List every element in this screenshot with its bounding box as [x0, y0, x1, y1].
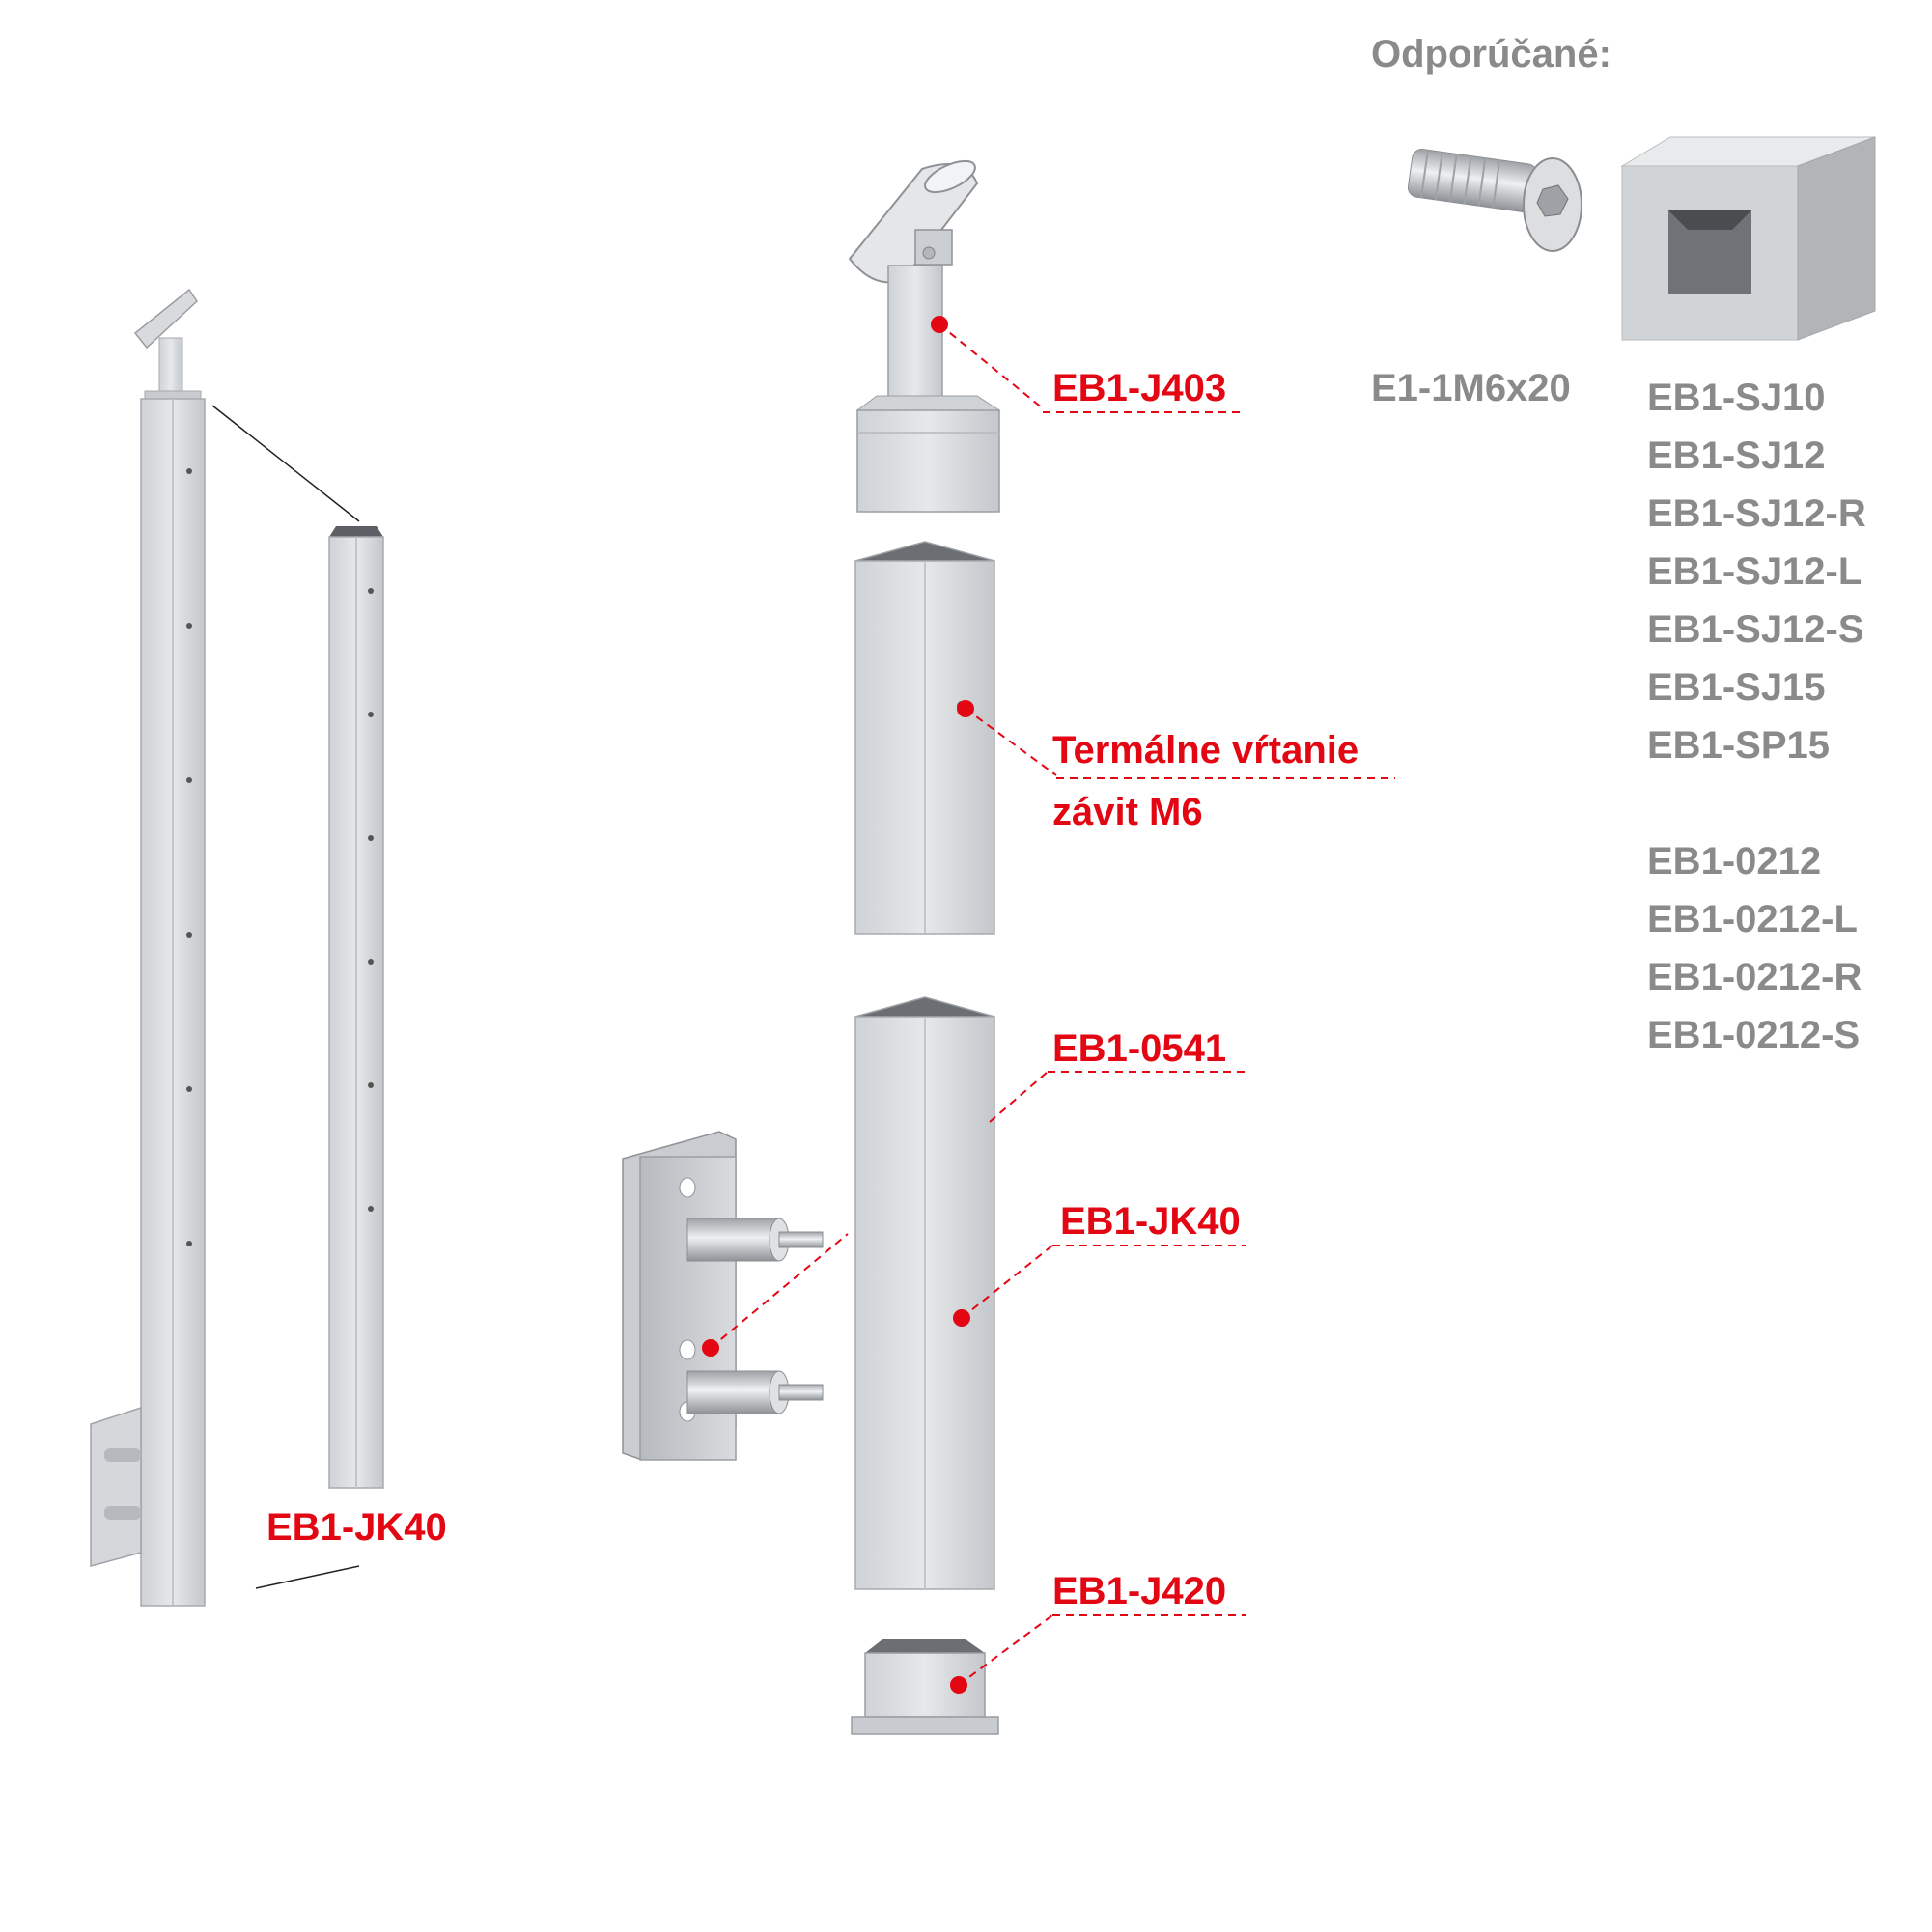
- callouts: [702, 316, 1395, 1694]
- lower-tube: [854, 996, 995, 1590]
- label-end-cap: EB1-J420: [1052, 1570, 1227, 1612]
- recommended-item: EB1-SJ12-S: [1647, 608, 1864, 651]
- recommended-item: EB1-SP15: [1647, 724, 1830, 767]
- label-post: EB1-JK40: [1060, 1200, 1241, 1243]
- recommended-item: EB1-SJ12-R: [1647, 492, 1866, 535]
- recommended-item: EB1-SJ15: [1647, 666, 1826, 709]
- saddle-top-left: [133, 288, 198, 350]
- recommended-list: EB1-SJ10 EB1-SJ12 EB1-SJ12-R EB1-SJ12-L …: [1647, 369, 1866, 1064]
- square-connector: [1620, 136, 1876, 341]
- screw: [1407, 148, 1582, 252]
- recommended-item: EB1-0212: [1647, 840, 1822, 882]
- end-cap: [851, 1639, 999, 1735]
- recommended-item: EB1-0212-S: [1647, 1014, 1861, 1056]
- bare-tube: [328, 526, 384, 1489]
- recommended-item: EB1-SJ10: [1647, 377, 1826, 419]
- label-thermal-drill-line2: závit M6: [1052, 791, 1203, 833]
- label-tube: EB1-0541: [1052, 1027, 1227, 1070]
- saddle-stem-left: [158, 337, 183, 399]
- zoom-line-top: [211, 405, 360, 522]
- side-plate-left: [90, 1406, 142, 1567]
- post-holes-left: [186, 468, 192, 1246]
- label-top-holder: EB1-J403: [1052, 367, 1227, 409]
- label-post-overview: EB1-JK40: [266, 1506, 447, 1549]
- recommended-item: EB1-0212-R: [1647, 956, 1862, 998]
- recommended-item: EB1-0212-L: [1647, 898, 1858, 940]
- recommended-title: Odporúčané:: [1371, 33, 1611, 75]
- recommended-item: EB1-SJ12-L: [1647, 550, 1862, 593]
- upper-tube: [854, 541, 995, 935]
- top-holder-stem: [887, 265, 943, 411]
- top-holder: [848, 159, 1001, 513]
- assembled-post: [90, 288, 206, 1607]
- end-cap-rim: [851, 1716, 999, 1735]
- top-holder-cap: [856, 409, 1000, 513]
- zoom-line-bottom: [255, 1565, 360, 1589]
- side-mount-bracket: [622, 1131, 824, 1461]
- label-screw: E1-1M6x20: [1371, 367, 1571, 409]
- recommended-item: EB1-SJ12: [1647, 434, 1826, 477]
- label-thermal-drill-line1: Termálne vŕtanie: [1052, 729, 1359, 771]
